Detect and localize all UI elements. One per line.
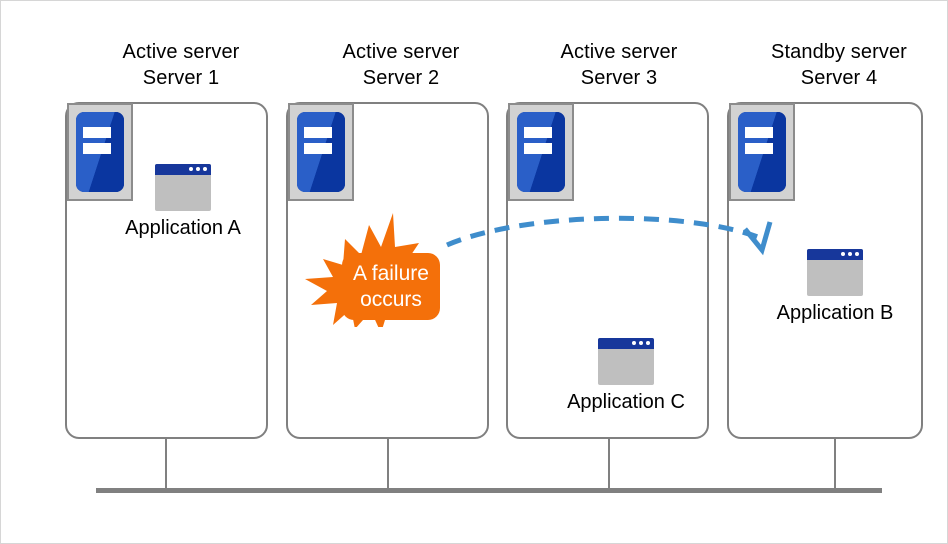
app-dot [632,341,636,345]
app-window-icon [807,249,863,296]
app-dot [639,341,643,345]
server-unit-graphic [297,112,345,192]
failure-line-2: occurs [360,287,422,311]
application-b-group[interactable]: Application B [761,249,909,325]
app-dot [848,252,852,256]
network-drop-line-3 [608,439,610,491]
server-role-label: Active server [122,41,240,63]
server-name-label: Server 3 [580,67,658,89]
app-dot [646,341,650,345]
application-c-label: Application C [567,391,685,413]
application-a-group[interactable]: Application A [109,164,257,240]
failure-line-1: A failure [353,261,429,285]
network-drop-line-2 [387,439,389,491]
server-header-2: Active server Server 2 [301,39,501,91]
app-dot [203,167,207,171]
app-window-dots [189,167,207,171]
app-dot [196,167,200,171]
server-bar-top [303,127,332,138]
server-icon-3 [508,103,574,201]
server-unit-graphic [738,112,786,192]
app-titlebar [155,164,211,175]
network-drop-line-4 [834,439,836,491]
app-window-dots [841,252,859,256]
server-bar-bottom [744,143,773,154]
app-dot [855,252,859,256]
application-a-label: Application A [125,217,241,239]
app-titlebar [807,249,863,260]
server-header-1: Active server Server 1 [81,39,281,91]
server-unit-graphic [76,112,124,192]
server-header-4: Standby server Server 4 [739,39,939,91]
server-name-label: Server 1 [142,67,220,89]
app-window-icon [598,338,654,385]
server-role-label: Active server [560,41,678,63]
server-bar-top [82,127,111,138]
server-icon-1 [67,103,133,201]
server-bar-bottom [303,143,332,154]
failure-label: A failure occurs [342,253,440,320]
application-b-label: Application B [776,302,894,324]
server-name-label: Server 4 [800,67,878,89]
server-bar-bottom [523,143,552,154]
server-bar-top [523,127,552,138]
network-bus-icon [96,488,882,493]
app-window-icon [155,164,211,211]
network-drop-line-1 [165,439,167,491]
server-icon-4 [729,103,795,201]
server-role-label: Standby server [771,41,907,63]
app-window-dots [632,341,650,345]
app-dot [189,167,193,171]
server-bar-top [744,127,773,138]
server-role-label: Active server [342,41,460,63]
application-c-group[interactable]: Application C [552,338,700,414]
server-icon-2 [288,103,354,201]
server-bar-bottom [82,143,111,154]
server-header-3: Active server Server 3 [519,39,719,91]
app-dot [841,252,845,256]
app-titlebar [598,338,654,349]
server-unit-graphic [517,112,565,192]
server-name-label: Server 2 [362,67,440,89]
failure-indicator: A failure occurs [297,207,447,327]
